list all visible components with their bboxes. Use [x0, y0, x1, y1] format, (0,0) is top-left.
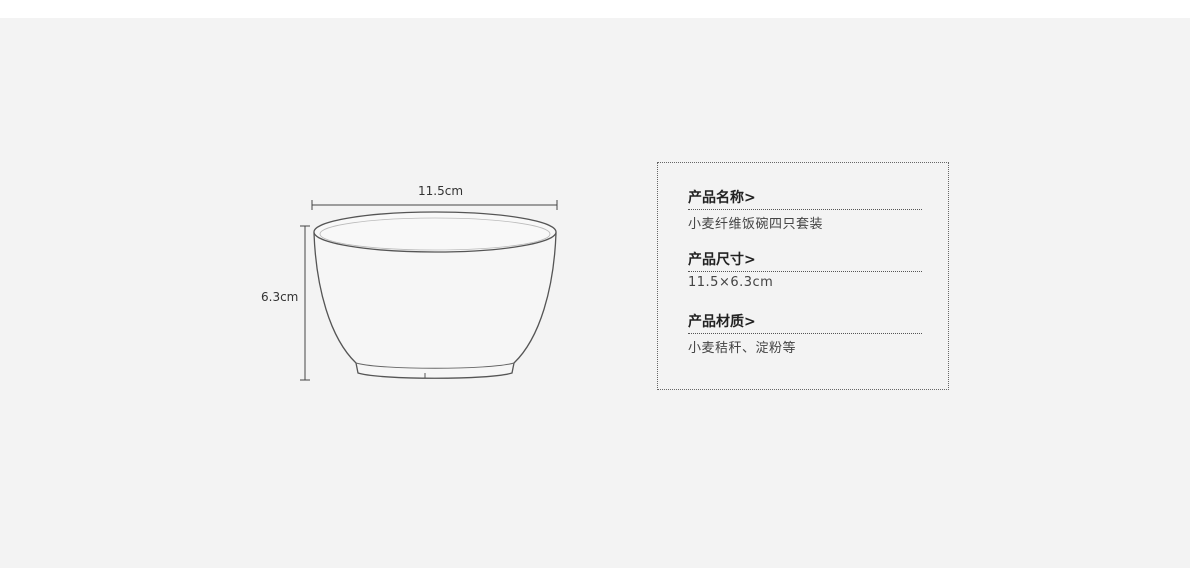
height-label: 6.3cm — [261, 290, 299, 304]
info-material-value: 小麦秸秆、淀粉等 — [688, 341, 797, 356]
info-name-title: 产品名称> — [688, 187, 922, 210]
info-size-title: 产品尺寸> — [688, 249, 922, 272]
width-label: 11.5cm — [418, 184, 464, 198]
bowl-dimension-figure: 11.5cm 6.3cm — [0, 18, 1190, 568]
width-dimension-line — [311, 200, 558, 210]
product-info-box: 产品名称> 小麦纤维饭碗四只套装 产品尺寸> 11.5×6.3cm 产品材质> … — [657, 162, 949, 390]
info-name-section: 产品名称> 小麦纤维饭碗四只套装 — [688, 187, 922, 232]
info-name-value: 小麦纤维饭碗四只套装 — [688, 217, 824, 232]
info-material-section: 产品材质> 小麦秸秆、淀粉等 — [688, 311, 922, 356]
bowl-icon — [313, 211, 557, 379]
height-dimension-line — [300, 225, 310, 381]
bowl-drawing — [300, 200, 558, 381]
info-size-section: 产品尺寸> 11.5×6.3cm — [688, 249, 922, 290]
info-material-title: 产品材质> — [688, 311, 922, 334]
product-detail-panel: 11.5cm 6.3cm 产品名称> 小麦纤维饭碗四只套装 产品尺寸> 11.5… — [0, 18, 1190, 568]
info-size-value: 11.5×6.3cm — [688, 275, 774, 290]
